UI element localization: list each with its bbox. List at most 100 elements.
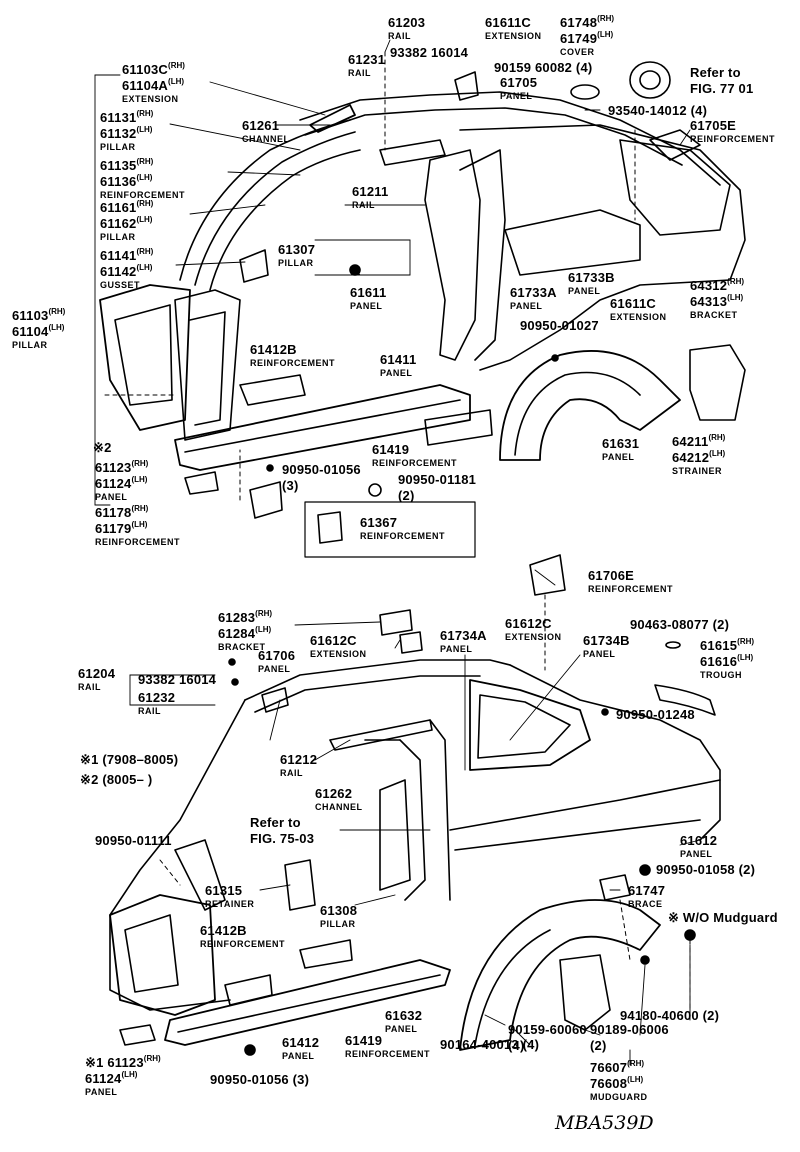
part-number: 61104A xyxy=(122,78,169,93)
part-number: 61178 xyxy=(95,505,132,520)
part-name: EXTENSION xyxy=(505,632,562,642)
part-number: 61733A xyxy=(510,285,557,300)
part-number: 61612C xyxy=(505,616,552,631)
side-indicator: (LH) xyxy=(136,215,153,224)
part-number-line: 61733A xyxy=(510,285,557,301)
part-number-line: 61611C xyxy=(485,15,542,31)
part-number: 61162 xyxy=(100,216,137,231)
part-number: (2) xyxy=(398,488,415,503)
part-number: 61419 xyxy=(372,442,410,457)
part-number: 61131 xyxy=(100,110,137,125)
part-number: 90950-01056 (3) xyxy=(210,1072,310,1087)
part-number-line: 61135(RH) xyxy=(100,158,185,174)
part-number: 61284 xyxy=(218,626,256,641)
part-number-line: 90950-01056 (3) xyxy=(210,1072,309,1088)
signature-code: MBA539D xyxy=(555,1112,654,1134)
part-number: 61141 xyxy=(100,248,137,263)
callout-61283: 61283(RH)61284(LH)BRACKET xyxy=(218,610,272,652)
callout-90950-01058: 90950-01058 (2) xyxy=(656,862,755,878)
part-number: 61142 xyxy=(100,264,137,279)
part-name: CHANNEL xyxy=(242,134,290,144)
callout-61141: 61141(RH)61142(LH)GUSSET xyxy=(100,248,153,290)
part-number: 93540-14012 (4) xyxy=(608,103,708,118)
part-name: PANEL xyxy=(258,664,291,674)
part-number: 61135 xyxy=(100,158,137,173)
part-number: 64312 xyxy=(690,278,728,293)
part-number: 90950-01111 xyxy=(95,833,172,848)
side-indicator: (RH) xyxy=(708,433,726,442)
part-number-line: 93382 16014 xyxy=(390,45,468,61)
part-number: 61232 xyxy=(138,690,176,705)
part-number: ※2 xyxy=(93,440,112,455)
callout-90463: 90463-08077 (2) xyxy=(630,617,729,633)
part-number-line: 61734A xyxy=(440,628,487,644)
side-indicator: (LH) xyxy=(597,30,614,39)
part-number-line: ※2 xyxy=(93,440,112,456)
part-number-line: 93382 16014 xyxy=(138,672,216,688)
part-number: ※2 (8005– ) xyxy=(80,772,153,787)
side-indicator: (LH) xyxy=(709,449,726,458)
callout-90950-01056a: 90950-01056(3) xyxy=(282,462,361,494)
part-number-line: 76608(LH) xyxy=(590,1076,648,1092)
part-number: 61706E xyxy=(588,568,635,583)
part-name: REINFORCEMENT xyxy=(200,939,285,949)
side-indicator: (RH) xyxy=(168,61,185,70)
part-name: REINFORCEMENT xyxy=(345,1049,430,1059)
part-number: 61734B xyxy=(583,633,630,648)
part-number-line: 90463-08077 (2) xyxy=(630,617,729,633)
callout-61615: 61615(RH)61616(LH)TROUGH xyxy=(700,638,754,680)
part-number-line: 61204 xyxy=(78,666,115,682)
part-name: RAIL xyxy=(348,68,371,78)
side-indicator: (RH) xyxy=(131,504,149,513)
part-number-line: 64212(LH) xyxy=(672,450,725,466)
part-number: 61705 xyxy=(500,75,538,90)
part-name: PANEL xyxy=(602,452,635,462)
side-indicator: (RH) xyxy=(48,307,66,316)
callout-90159b: 90159-60060(4) xyxy=(508,1022,587,1054)
part-number: 61706 xyxy=(258,648,296,663)
part-number-line: 61748(RH) xyxy=(560,15,614,31)
part-number: 90189-06006 xyxy=(590,1022,669,1037)
side-indicator: (RH) xyxy=(136,247,154,256)
part-number: Refer to xyxy=(690,65,741,80)
part-number-line: 61211 xyxy=(352,184,388,200)
part-name: BRACKET xyxy=(218,642,266,652)
part-name: RETAINER xyxy=(205,899,255,909)
callout-90950-01248: 90950-01248 xyxy=(616,707,695,723)
part-number-line: 61161(RH) xyxy=(100,200,153,216)
part-number-line: 64312(RH) xyxy=(690,278,744,294)
part-number: FIG. 75-03 xyxy=(250,831,315,846)
part-number: Refer to xyxy=(250,815,301,830)
callout-90189: 90189-06006(2) xyxy=(590,1022,669,1054)
side-indicator: (LH) xyxy=(131,520,148,529)
part-number: 90159-60060 xyxy=(508,1022,587,1037)
part-number-line: FIG. 77 01 xyxy=(690,81,753,97)
side-indicator: (RH) xyxy=(627,1059,645,1068)
part-number-line: 61162(LH) xyxy=(100,216,153,232)
callout-61103c: 61103C(RH)61104A(LH)EXTENSION xyxy=(122,62,185,104)
part-name: PANEL xyxy=(380,368,413,378)
part-number-line: 61262 xyxy=(315,786,363,802)
callout-90950-01181: 90950-01181(2) xyxy=(398,472,476,504)
part-number-line: 61631 xyxy=(602,436,639,452)
callout-64312: 64312(RH)64313(LH)BRACKET xyxy=(690,278,744,320)
part-number-line: 90159-60060 xyxy=(508,1022,587,1038)
callout-90950-01056b: 90950-01056 (3) xyxy=(210,1072,309,1088)
part-name: PANEL xyxy=(350,301,383,311)
part-name: REINFORCEMENT xyxy=(690,134,775,144)
part-number-line: 90950-01248 xyxy=(616,707,695,723)
part-number-line: 61632 xyxy=(385,1008,422,1024)
part-number: 61212 xyxy=(280,752,318,767)
part-number: FIG. 77 01 xyxy=(690,81,754,96)
part-number: 61132 xyxy=(100,126,137,141)
part-number: 61411 xyxy=(380,352,417,367)
part-number-line: 61232 xyxy=(138,690,175,706)
part-number: 93382 16014 xyxy=(390,45,469,60)
